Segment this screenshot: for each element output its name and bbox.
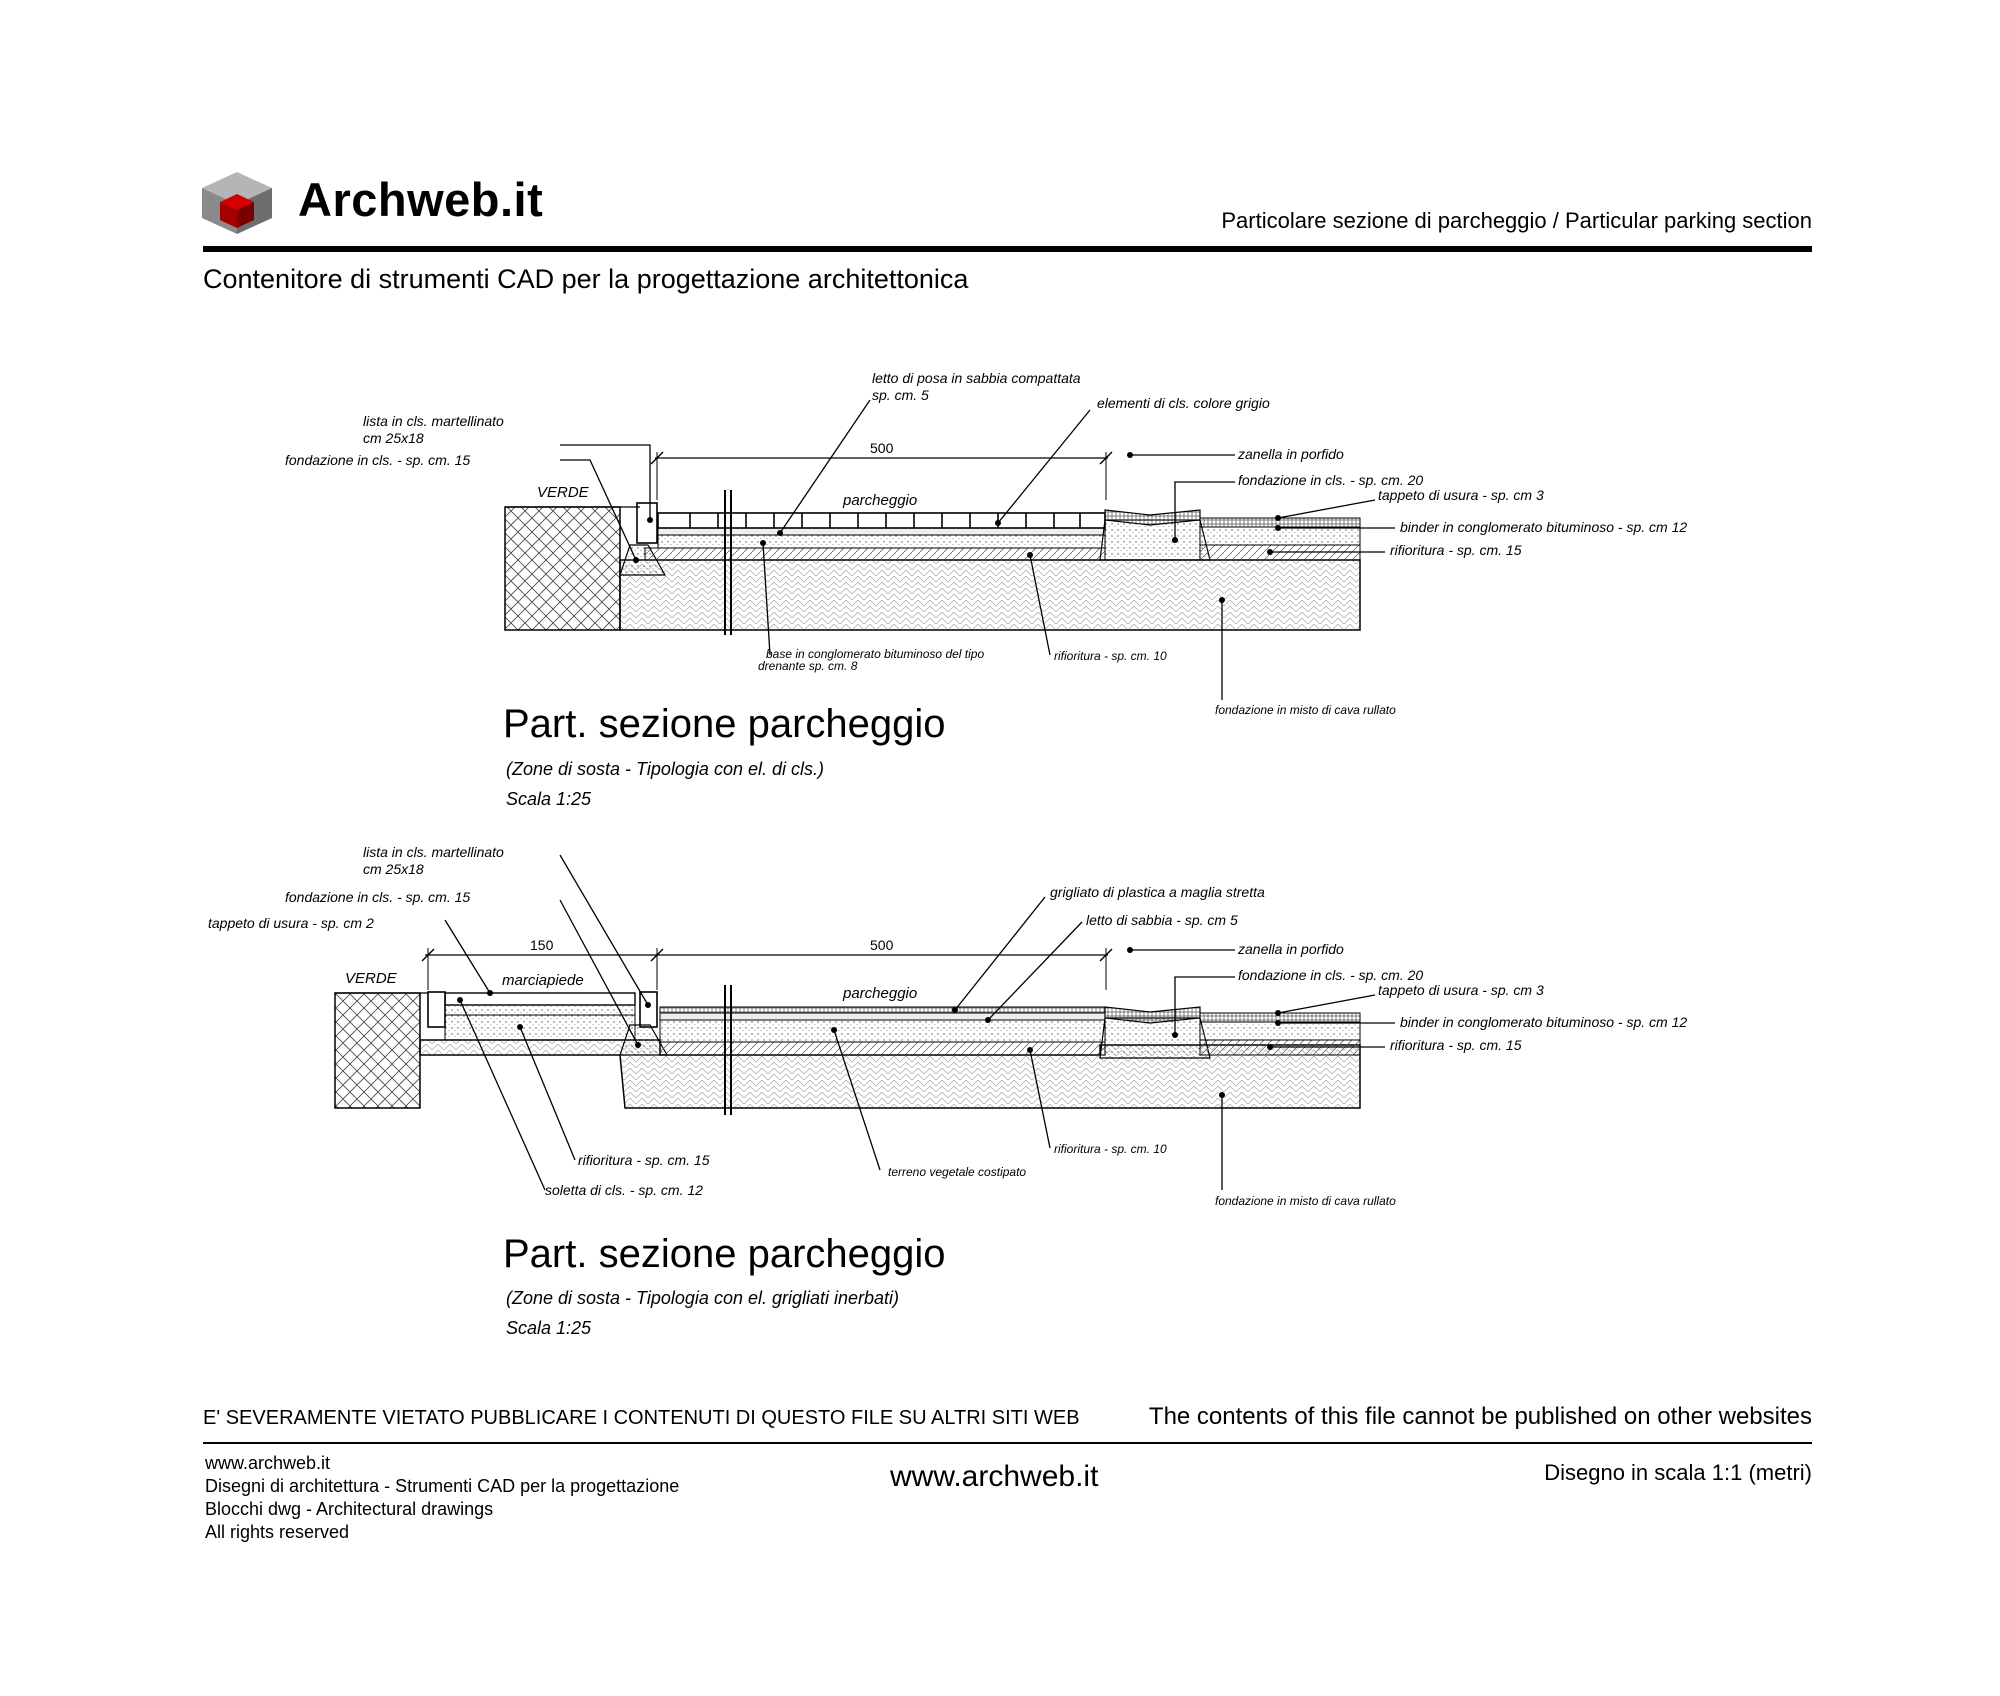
brand-name: Archweb.it [298, 173, 544, 226]
section-2-drawing: 150 500 [208, 844, 1687, 1208]
s1-label-base-1: base in conglomerato bituminoso del tipo [766, 647, 984, 661]
section-2-subtitle: (Zone di sosta - Tipologia con el. grigl… [506, 1288, 900, 1308]
s1-dim-500: 500 [870, 440, 894, 456]
footer-scale-note: Disegno in scala 1:1 (metri) [1544, 1460, 1812, 1485]
s2-dim-500: 500 [870, 937, 894, 953]
s2-label-rifio15b: rifioritura - sp. cm. 15 [578, 1152, 710, 1168]
s2-label-fond15: fondazione in cls. - sp. cm. 15 [285, 889, 470, 905]
section-1-scale: Scala 1:25 [506, 789, 592, 809]
s2-label-marciapiede: marciapiede [502, 972, 584, 989]
footer-left-line: Disegni di architettura - Strumenti CAD … [205, 1476, 680, 1496]
s1-label-fond15: fondazione in cls. - sp. cm. 15 [285, 452, 470, 468]
s2-label-parcheggio: parcheggio [842, 985, 917, 1002]
s2-label-rifio15: rifioritura - sp. cm. 15 [1390, 1037, 1522, 1053]
s1-label-rifio15: rifioritura - sp. cm. 15 [1390, 542, 1522, 558]
s1-label-lista-2: cm 25x18 [363, 430, 424, 446]
notice-italian: E' SEVERAMENTE VIETATO PUBBLICARE I CONT… [203, 1407, 1080, 1429]
s2-label-terreno: terreno vegetale costipato [888, 1165, 1026, 1179]
s2-label-tappeto3: tappeto di usura - sp. cm 3 [1378, 982, 1544, 998]
section-1-drawing: 500 lista in cls. martellinato [285, 370, 1687, 717]
footer-left-block: www.archweb.it Disegni di architettura -… [205, 1452, 679, 1544]
notice-english: The contents of this file cannot be publ… [1148, 1403, 1812, 1430]
s2-label-rifio10: rifioritura - sp. cm. 10 [1054, 1142, 1167, 1156]
s2-label-lista-2: cm 25x18 [363, 861, 424, 877]
s1-label-elementi: elementi di cls. colore grigio [1097, 395, 1270, 411]
s1-label-zanella: zanella in porfido [1237, 446, 1344, 462]
s2-label-fond20: fondazione in cls. - sp. cm. 20 [1238, 967, 1423, 983]
footer-website: www.archweb.it [890, 1460, 1099, 1493]
footer-left-line: Blocchi dwg - Architectural drawings [205, 1499, 494, 1519]
document-title: Particolare sezione di parcheggio / Part… [1221, 208, 1812, 233]
section-1-title: Part. sezione parcheggio [503, 702, 946, 746]
s2-label-zanella: zanella in porfido [1237, 941, 1344, 957]
s1-label-fond-misto: fondazione in misto di cava rullato [1215, 703, 1396, 717]
s2-label-binder: binder in conglomerato bituminoso - sp. … [1400, 1014, 1687, 1030]
s2-label-letto: letto di sabbia - sp. cm 5 [1086, 912, 1238, 928]
s1-label-letto-2: sp. cm. 5 [872, 387, 929, 403]
s1-label-base-2: drenante sp. cm. 8 [758, 659, 858, 673]
s2-label-grigliato: grigliato di plastica a maglia stretta [1050, 884, 1265, 900]
s2-label-tappeto2: tappeto di usura - sp. cm 2 [208, 915, 374, 931]
s1-label-fond20: fondazione in cls. - sp. cm. 20 [1238, 472, 1423, 488]
s2-label-lista-1: lista in cls. martellinato [363, 844, 504, 860]
header-subtitle: Contenitore di strumenti CAD per la prog… [203, 264, 969, 294]
s2-label-soletta: soletta di cls. - sp. cm. 12 [545, 1182, 703, 1198]
footer-divider [203, 1442, 1812, 1444]
section-2-scale: Scala 1:25 [506, 1318, 592, 1338]
s2-label-fond-misto: fondazione in misto di cava rullato [1215, 1194, 1396, 1208]
footer-left-line: All rights reserved [205, 1522, 350, 1542]
section-2-title: Part. sezione parcheggio [503, 1232, 946, 1276]
s1-label-parcheggio: parcheggio [842, 492, 917, 509]
s2-label-verde: VERDE [345, 970, 398, 987]
s1-label-rifio10: rifioritura - sp. cm. 10 [1054, 649, 1167, 663]
cube-logo-icon [202, 172, 272, 234]
section-1-subtitle: (Zone di sosta - Tipologia con el. di cl… [506, 759, 824, 779]
s1-label-binder: binder in conglomerato bituminoso - sp. … [1400, 519, 1687, 535]
s2-dim-150: 150 [530, 937, 554, 953]
s1-label-lista-1: lista in cls. martellinato [363, 413, 504, 429]
s1-label-verde: VERDE [537, 484, 590, 501]
footer-left-line: www.archweb.it [205, 1453, 331, 1473]
s1-label-letto-1: letto di posa in sabbia compattata [872, 370, 1081, 386]
s1-label-tappeto: tappeto di usura - sp. cm 3 [1378, 487, 1544, 503]
header-divider [203, 246, 1812, 252]
